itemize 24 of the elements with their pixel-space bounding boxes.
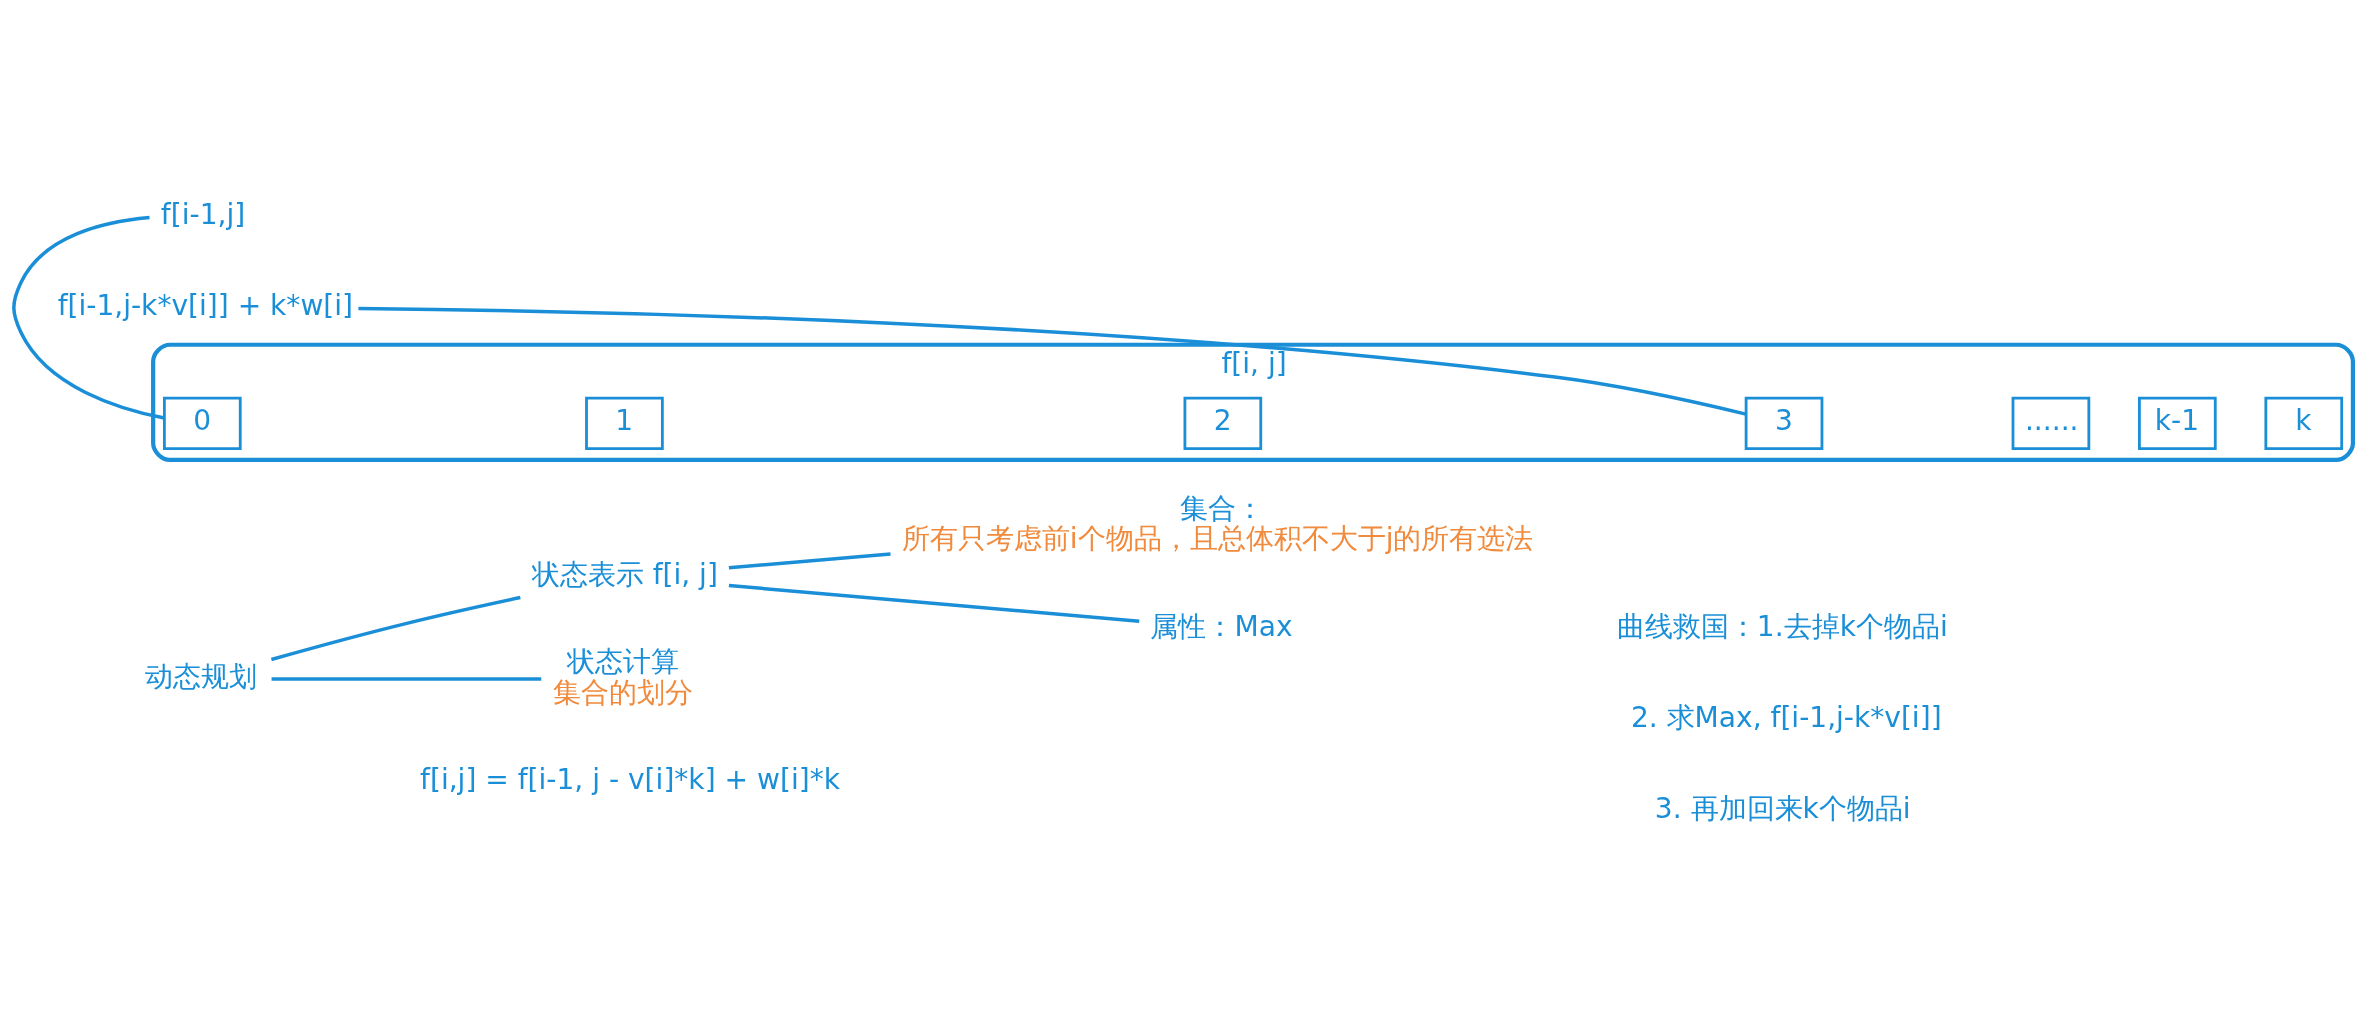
connector xyxy=(728,583,1140,624)
connector xyxy=(358,306,1747,416)
label: f[i,j] = f[i-1, j - v[i]*k] + w[i]*k xyxy=(420,762,840,796)
label: 3. 再加回来k个物品i xyxy=(1654,792,1911,826)
connector xyxy=(270,595,521,662)
connector xyxy=(728,552,891,570)
node-box: 1 xyxy=(585,396,664,451)
node-text: 状态计算 集合的划分 xyxy=(552,644,693,709)
node-text: 属性：Max xyxy=(1150,609,1293,643)
label: 2. 求Max, f[i-1,j-k*v[i]] xyxy=(1630,700,1942,734)
node-text: 集合： 所有只考虑前i个物品，且总体积不大于j的所有选法 xyxy=(901,491,1534,556)
connector xyxy=(271,677,542,681)
node-box: k xyxy=(2264,396,2344,451)
node-text: f[i-1,j-k*v[i]] + k*w[i] xyxy=(57,289,354,323)
node-box: 3 xyxy=(1744,396,1824,451)
node-box: 2 xyxy=(1183,396,1263,451)
node-text: 状态表示 f[i, j] xyxy=(531,557,718,591)
node-text: 动态规划 xyxy=(144,660,257,694)
node-text: f[i-1,j] xyxy=(160,197,246,231)
node-box: ...... xyxy=(2011,396,2091,451)
node-box: 0 xyxy=(163,396,242,451)
label: 曲线救国：1.去掉k个物品i xyxy=(1616,609,1948,643)
connector xyxy=(12,215,165,420)
node-box: k-1 xyxy=(2138,396,2217,451)
